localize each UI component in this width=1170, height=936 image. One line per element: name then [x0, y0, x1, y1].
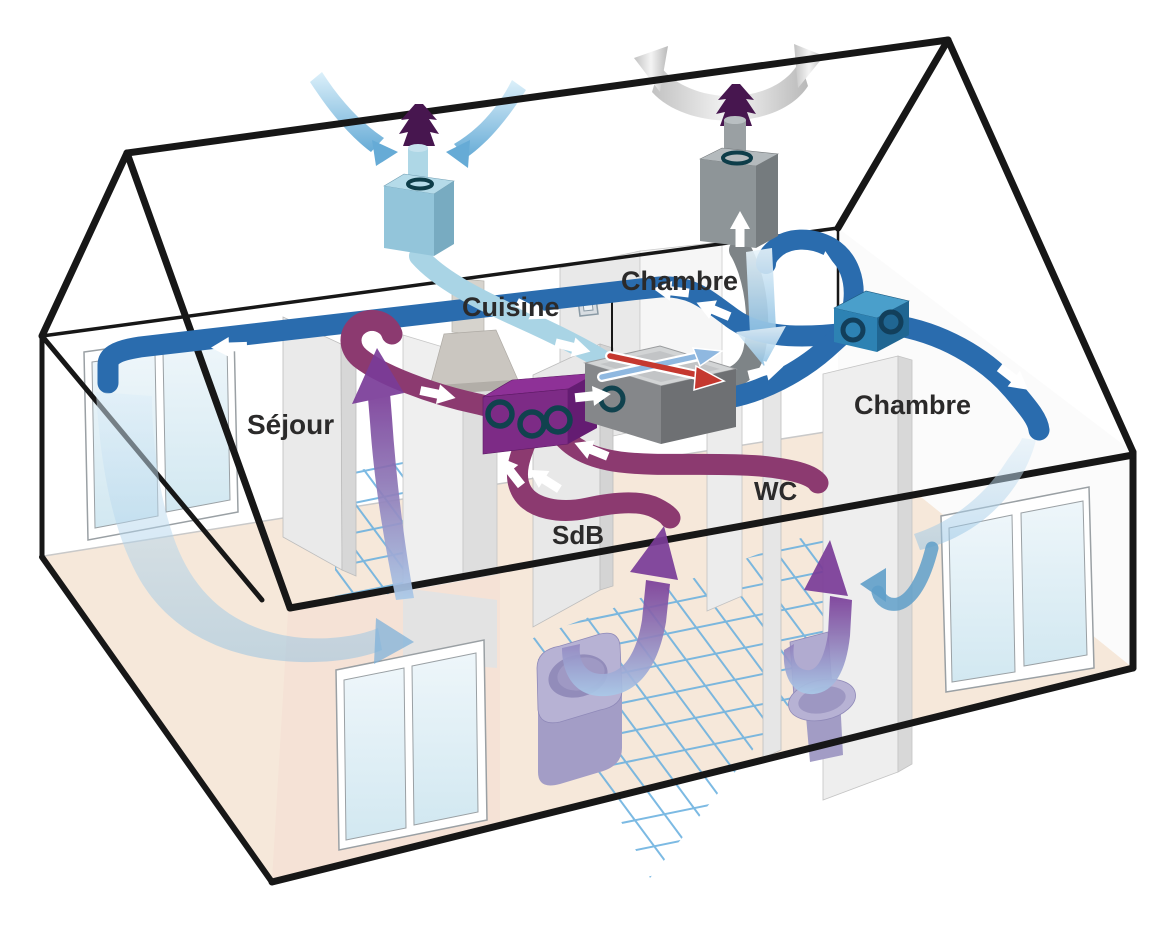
room-label-wc: WC	[754, 476, 798, 506]
manifold-port	[543, 405, 573, 435]
partition-chambre-right-side	[897, 355, 913, 773]
room-label-chambre-right: Chambre	[854, 390, 971, 420]
room-label-sdb: SdB	[552, 520, 604, 550]
exhaust-chimney	[698, 84, 779, 248]
room-label-cuisine: Cuisine	[462, 292, 560, 322]
floor-stream-arrow	[374, 618, 414, 664]
chambre-back-supply-arrow	[736, 248, 786, 366]
partition-wc	[762, 382, 782, 759]
manifold-port	[517, 409, 547, 439]
room-label-sejour: Séjour	[247, 409, 334, 440]
extract-manifold	[482, 372, 598, 455]
transfer-arrow-cuisine	[368, 393, 414, 600]
roof-ridge	[123, 36, 952, 157]
sejour-supply-stream	[96, 392, 382, 663]
front-eave-line	[286, 451, 1137, 612]
right-gable-wall	[838, 40, 1133, 452]
partition-sejour	[282, 316, 343, 571]
junction-port	[840, 317, 866, 343]
room-label-chambre-back: Chambre	[621, 266, 738, 296]
supply-duct-to-chambre-right	[882, 314, 1050, 441]
air-flows	[96, 248, 1036, 697]
transfer-arrow-wc	[783, 596, 852, 695]
chambre-right-supply-stream	[914, 438, 1036, 550]
room-labels: Séjour Cuisine Chambre Chambre SdB WC	[247, 266, 971, 550]
manifold-port	[485, 399, 515, 429]
junction-port	[878, 309, 904, 335]
heat-exchanger-unit	[583, 345, 738, 444]
transfer-arrows	[352, 348, 852, 697]
transfer-arrow-sdb	[562, 580, 670, 697]
supply-junction-box	[833, 290, 910, 352]
intake-chimney	[383, 104, 455, 256]
partition-sejour-side	[340, 343, 357, 577]
heat-exchange-icon	[597, 347, 726, 392]
supply-duct-unit-to-box	[717, 320, 857, 409]
